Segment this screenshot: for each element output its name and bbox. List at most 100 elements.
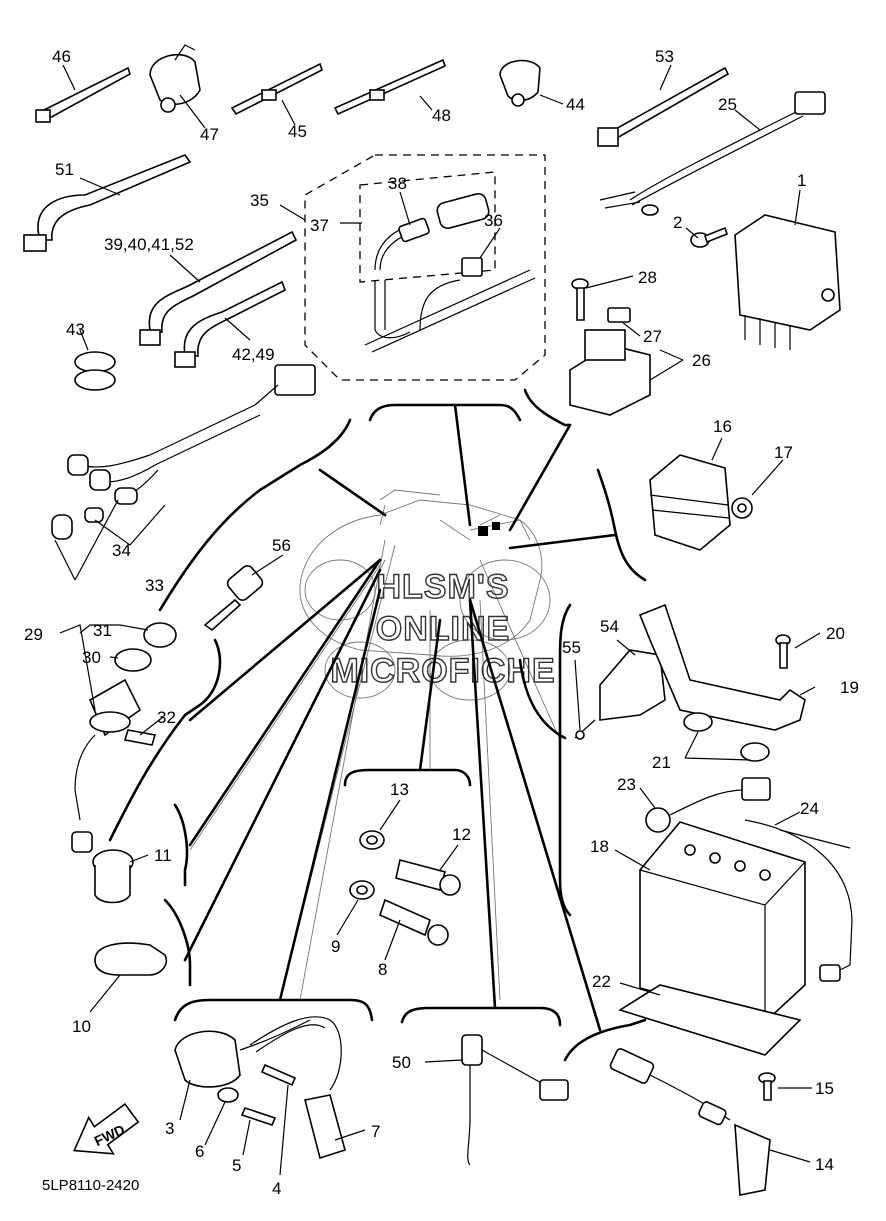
part-21-grommet: [683, 712, 770, 762]
part-42-49-cable-tie: [174, 280, 287, 368]
part-12-bolt: [395, 859, 461, 896]
part-10-switch: [94, 942, 168, 976]
part-16-rectifier-regulator: [649, 454, 731, 551]
part-17-nut: [731, 497, 753, 519]
part-50-sensor: [461, 1034, 569, 1166]
callout-36: 36: [484, 211, 503, 230]
callout-39-40-41-52: 39,40,41,52: [104, 235, 194, 254]
callout-8: 8: [378, 960, 387, 979]
part-9-washer: [349, 880, 375, 900]
callout-1: 1: [797, 171, 806, 190]
callout-10: 10: [72, 1017, 91, 1036]
callout-23: 23: [617, 775, 636, 794]
callout-33: 33: [145, 576, 164, 595]
callout-34: 34: [112, 541, 131, 560]
callout-28: 28: [638, 268, 657, 287]
callout-12: 12: [452, 825, 471, 844]
callout-7: 7: [371, 1122, 380, 1141]
part-6-washer: [217, 1087, 239, 1103]
callout-22: 22: [592, 972, 611, 991]
part-39-40-41-52-cable-tie: [139, 230, 298, 346]
callout-29: 29: [24, 625, 43, 644]
part-54-plate: [599, 649, 666, 721]
watermark: HLSM'S ONLINE MICROFICHE: [330, 567, 556, 690]
callout-26: 26: [692, 351, 711, 370]
part-44-clamp: [499, 59, 541, 107]
part-29-main-switch: [71, 678, 142, 853]
part-32-bracket: [123, 729, 157, 746]
callout-44: 44: [566, 95, 585, 114]
part-13-washer: [359, 830, 385, 850]
part-5-bolt: [240, 1107, 277, 1126]
callout-45: 45: [288, 122, 307, 141]
part-4-bolt: [260, 1063, 297, 1087]
callout-14: 14: [815, 1155, 834, 1174]
part-7-spark-plug-cap: [249, 1016, 346, 1160]
part-19-battery-bracket: [638, 603, 806, 731]
callout-43: 43: [66, 320, 85, 339]
callout-20: 20: [826, 624, 845, 643]
callout-30: 30: [82, 648, 101, 667]
part-34-connector-cap: [51, 507, 104, 540]
part-55-rivet: [574, 719, 596, 740]
callout-18: 18: [590, 837, 609, 856]
callout-9: 9: [331, 937, 340, 956]
callout-15: 15: [815, 1079, 834, 1098]
part-30-nut: [114, 648, 152, 672]
part-3-ignition-coil: [174, 1019, 311, 1088]
callout-56: 56: [272, 536, 291, 555]
callout-6: 6: [195, 1142, 204, 1161]
part-8-bolt: [379, 898, 449, 946]
part-47-clamp: [149, 44, 201, 113]
part-56-key: [203, 565, 264, 632]
watermark-line-3: MICROFICHE: [330, 652, 555, 690]
relay-location-marker: [478, 526, 488, 536]
callout-50: 50: [392, 1053, 411, 1072]
part-27-fuse: [607, 307, 631, 323]
callout-47: 47: [200, 125, 219, 144]
part-48-cable-tie: [333, 58, 446, 116]
callout-53: 53: [655, 47, 674, 66]
part-20-bolt: [775, 634, 791, 669]
part-1-cdi-unit: [734, 214, 841, 350]
part-51-cable-tie: [23, 154, 192, 252]
callout-17: 17: [774, 443, 793, 462]
diagram-code: 5LP8110-2420: [42, 1177, 139, 1194]
callout-13: 13: [390, 780, 409, 799]
callout-35: 35: [250, 191, 269, 210]
watermark-line-2: ONLINE: [376, 610, 510, 648]
part-2-screw: [690, 226, 728, 248]
callout-16: 16: [713, 417, 732, 436]
part-33-wire-harness: [67, 364, 316, 505]
callout-38: 38: [388, 174, 407, 193]
part-43-clamp: [74, 351, 116, 391]
callout-3: 3: [165, 1119, 174, 1138]
callout-19: 19: [840, 678, 859, 697]
callout-54: 54: [600, 617, 619, 636]
callout-32: 32: [157, 708, 176, 727]
callout-37: 37: [310, 216, 329, 235]
callout-11: 11: [154, 846, 172, 865]
part-26-starter-relay: [569, 329, 651, 416]
part-46-cable-tie: [35, 66, 131, 123]
callout-55: 55: [562, 638, 581, 657]
part-28-bolt: [571, 278, 589, 321]
wire-harness-group-box: [304, 154, 546, 381]
group-brackets: [108, 388, 647, 1062]
fwd-arrow-icon: FWD: [73, 1102, 140, 1155]
part-31-cap: [143, 622, 177, 648]
fuse-location-marker: [492, 522, 500, 530]
callout-labels: 46 47 45 48 44 53 25 1 2 51 39,40,41,52 …: [24, 47, 859, 1198]
watermark-line-1: HLSM'S: [376, 568, 509, 606]
callout-21: 21: [652, 753, 671, 772]
leader-lines: [54, 64, 821, 1176]
callout-2: 2: [673, 213, 682, 232]
part-22-battery-pad: [618, 984, 802, 1056]
callout-46: 46: [52, 47, 71, 66]
part-25-lead-wire: [599, 91, 826, 216]
part-53-cable-tie: [597, 66, 730, 147]
callout-25: 25: [718, 95, 737, 114]
callout-42-49: 42,49: [232, 345, 275, 364]
callout-31: 31: [93, 621, 112, 640]
